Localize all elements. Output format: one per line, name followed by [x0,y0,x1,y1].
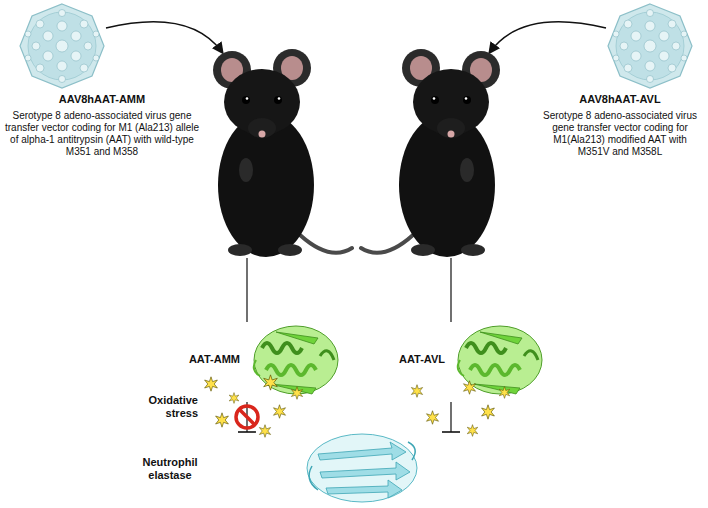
prohibition-sign [236,406,258,428]
protein-node: AAT-AVL [375,318,550,402]
protein-node: Neutrophil elastase [128,432,468,506]
vector-name: AAV8hAAT-AMM [2,93,202,107]
vector-description: Serotype 8 adeno-associated virus gene t… [536,110,704,159]
vector-description: Serotype 8 adeno-associated virus gene t… [2,110,202,159]
protein-node: AAT-AMM [160,318,350,402]
stress-label: Oxidative stress [118,394,198,420]
vector-label: AAV8hAAT-AMM Serotype 8 adeno-associated … [2,0,202,159]
vector-name: AAV8hAAT-AVL [536,93,704,107]
protein-name: Neutrophil elastase [128,456,212,482]
vector-label: AAV8hAAT-AVL Serotype 8 adeno-associated … [536,0,704,159]
protein-name: AAT-AMM [160,353,240,366]
inhibition-line [442,402,460,432]
protein-name: AAT-AVL [375,353,445,366]
